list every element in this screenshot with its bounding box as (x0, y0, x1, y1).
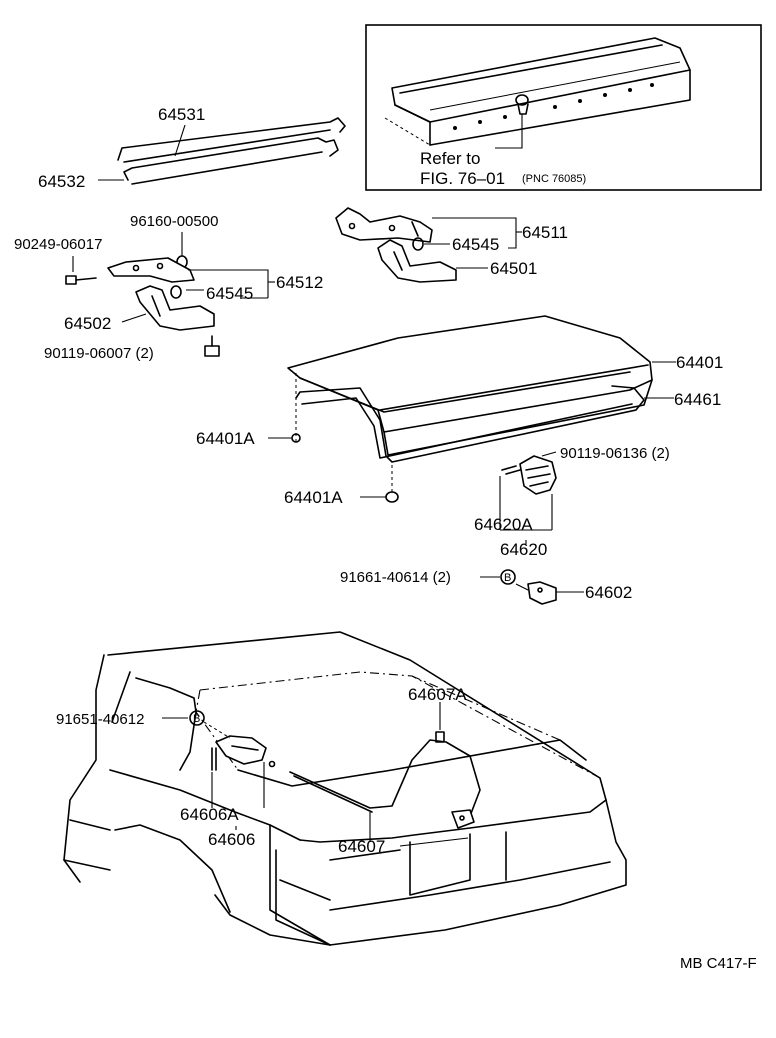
hinge-64511-icon (335, 207, 433, 243)
label-90119-06007: 90119-06007 (2) (44, 345, 154, 362)
bolt-icon (204, 335, 220, 357)
label-90249-06017: 90249-06017 (14, 236, 102, 253)
striker-64602-icon (527, 581, 557, 605)
label-64502: 64502 (64, 314, 111, 333)
torsion-bar-64532-icon (123, 137, 339, 185)
car-body-rear-icon (63, 631, 627, 946)
washer-icon (170, 285, 182, 299)
screw-icon: B (500, 569, 516, 585)
label-64511: 64511 (522, 223, 568, 242)
inset-reference-box (365, 24, 762, 191)
inset-refer-text: Refer to (420, 149, 480, 168)
diagram-code: MB C417-F (680, 955, 757, 972)
label-64607a: 64607A (408, 685, 467, 704)
hinge-64512-icon (107, 257, 195, 283)
bumper-cushion-icon (385, 491, 399, 503)
torsion-bar-64531-icon (117, 117, 346, 163)
label-64602: 64602 (585, 583, 632, 602)
hinge-64501-icon (377, 239, 457, 283)
label-64461: 64461 (674, 390, 721, 409)
label-96160-00500: 96160-00500 (130, 213, 218, 230)
label-91661-40614: 91661-40614 (2) (340, 569, 451, 586)
label-64401a-top: 64401A (196, 429, 255, 448)
label-64620a: 64620A (474, 515, 533, 534)
inset-fig-reference: FIG. 76–01 (420, 169, 505, 188)
hinge-64502-icon (135, 285, 215, 331)
inset-pnc-reference: (PNC 76085) (522, 173, 586, 185)
label-64545-left: 64545 (206, 284, 253, 303)
label-64401a-bottom: 64401A (284, 488, 343, 507)
label-64620: 64620 (500, 540, 547, 559)
label-90119-06136: 90119-06136 (2) (560, 445, 670, 462)
label-64606a: 64606A (180, 805, 239, 824)
label-64401: 64401 (676, 353, 723, 372)
label-64532: 64532 (38, 172, 85, 191)
lock-cylinder-icon (451, 809, 475, 829)
bolt-icon (65, 275, 97, 285)
label-91651-40612: 91651-40612 (56, 711, 144, 728)
clip-icon (515, 94, 529, 115)
label-64531: 64531 (158, 105, 205, 124)
cable-clip-icon (435, 731, 445, 743)
screw-icon: B (189, 710, 205, 726)
label-64512: 64512 (276, 273, 323, 292)
label-64607: 64607 (338, 837, 385, 856)
washer-icon (412, 237, 424, 251)
label-64606: 64606 (208, 830, 255, 849)
lock-64620-icon (519, 455, 557, 495)
svg-text:B: B (504, 572, 511, 584)
release-cable-64607-icon (289, 739, 481, 817)
weatherstrip-64461-icon (295, 385, 645, 463)
label-64501: 64501 (490, 259, 537, 278)
svg-text:B: B (193, 713, 200, 725)
release-lever-64606-icon (211, 735, 276, 771)
label-64545-right: 64545 (452, 235, 499, 254)
trunk-lid-64401-icon (287, 315, 653, 456)
